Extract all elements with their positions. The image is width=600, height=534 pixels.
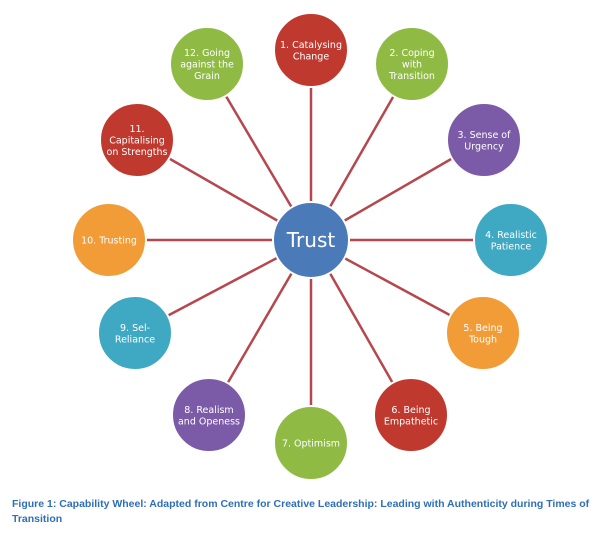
- figure-caption: Figure 1: Capability Wheel: Adapted from…: [12, 498, 590, 525]
- center-label: Trust: [286, 228, 336, 252]
- node-label-line: 5. Being: [463, 323, 502, 334]
- node-circle: [374, 26, 450, 102]
- node-label-line: Patience: [491, 241, 532, 252]
- node-label-line: 4. Realistic: [485, 230, 537, 241]
- node-label-line: against the: [180, 60, 234, 71]
- node-label-line: 2. Coping: [389, 48, 434, 59]
- center-circle: [272, 201, 350, 279]
- node-circle: [169, 26, 245, 102]
- node-label-line: Change: [293, 51, 330, 62]
- center-node: Trust: [272, 201, 350, 279]
- node-10: 10. Trusting: [71, 202, 147, 278]
- node-label-line: Empathetic: [384, 416, 438, 427]
- node-label-line: 10. Trusting: [81, 236, 137, 247]
- node-label-line: Grain: [194, 71, 220, 82]
- node-label-line: with: [402, 60, 422, 71]
- node-circle: [97, 295, 173, 371]
- node-label-line: 6. Being: [391, 405, 430, 416]
- node-label-line: 9. Sel-: [120, 323, 150, 334]
- node-label-line: 11.: [129, 124, 144, 135]
- node-label-line: 12. Going: [184, 48, 230, 59]
- node-circle: [171, 377, 247, 453]
- node-7: 7. Optimism: [273, 405, 349, 481]
- node-label-line: Capitalising: [109, 136, 165, 147]
- node-label-line: and Openess: [178, 416, 240, 427]
- node-circle: [273, 405, 349, 481]
- node-label-line: 3. Sense of: [458, 130, 512, 141]
- node-label-line: 1. Catalysing: [280, 40, 342, 51]
- node-label-line: Urgency: [464, 141, 504, 152]
- node-label-line: 8. Realism: [184, 405, 233, 416]
- node-label-line: 7. Optimism: [282, 439, 340, 450]
- node-circle: [273, 12, 349, 88]
- node-circle: [373, 377, 449, 453]
- node-label-line: Tough: [468, 334, 497, 345]
- node-circle: [473, 202, 549, 278]
- node-label-line: Transition: [388, 71, 435, 82]
- node-label-line: Reliance: [115, 334, 155, 345]
- node-circle: [99, 102, 175, 178]
- node-circle: [71, 202, 147, 278]
- node-9: 9. Sel-Reliance: [97, 295, 173, 371]
- node-circle: [446, 102, 522, 178]
- node-label-line: on Strengths: [107, 147, 168, 158]
- node-circle: [445, 295, 521, 371]
